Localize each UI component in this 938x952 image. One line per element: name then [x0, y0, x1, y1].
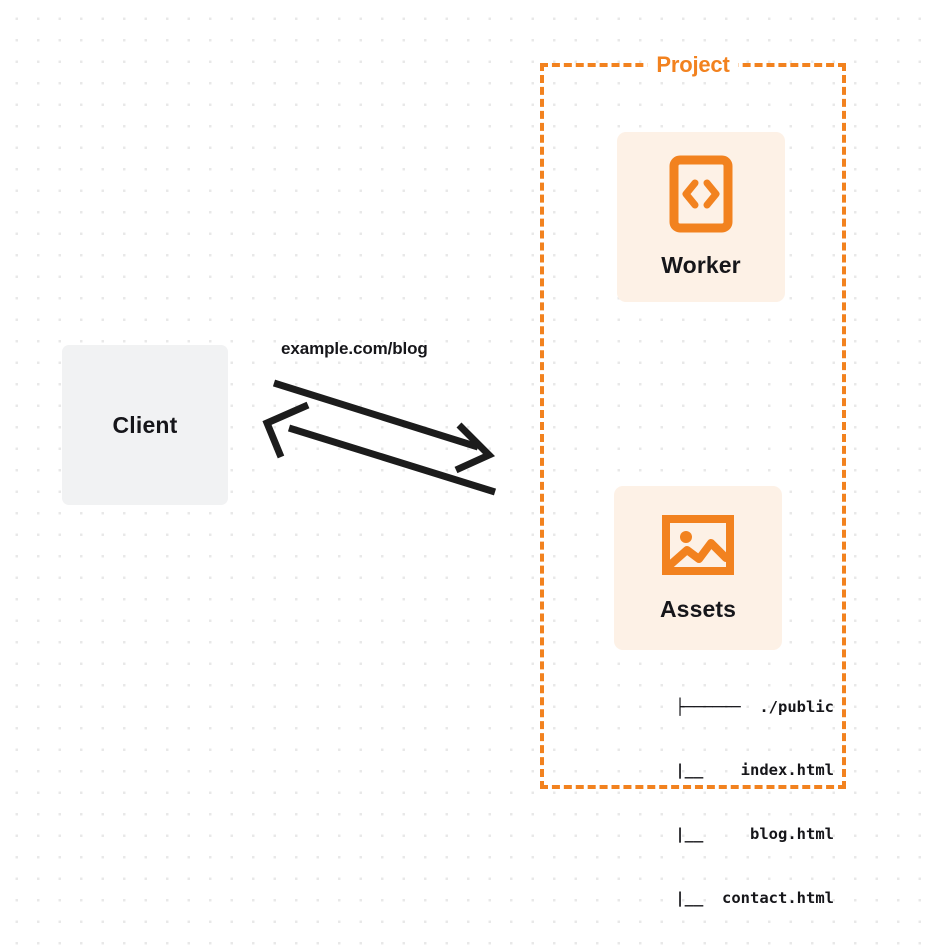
file-tree-row: |__ blog.html [610, 825, 834, 844]
image-picture-icon [661, 513, 735, 582]
project-title: Project [647, 52, 739, 78]
client-label: Client [112, 411, 178, 438]
client-box: Client [62, 345, 228, 505]
file-tree-row: |__ contact.html [610, 889, 834, 908]
assets-file-tree: ├────── ./public |__ index.html |__ blog… [590, 654, 834, 952]
code-brackets-icon [669, 155, 733, 238]
file-tree-row: ├────── ./public [675, 697, 834, 716]
connection-label: example.com/blog [281, 339, 428, 358]
project-container: Project Worker Assets ├────── ./public |… [540, 52, 846, 907]
assets-card[interactable]: Assets [614, 486, 782, 650]
file-tree-row: |__ index.html [610, 761, 834, 780]
worker-card[interactable]: Worker [617, 132, 785, 302]
worker-label: Worker [661, 252, 741, 278]
request-arrow-icon [272, 379, 496, 474]
assets-label: Assets [659, 596, 737, 622]
response-arrow-icon [262, 401, 497, 496]
